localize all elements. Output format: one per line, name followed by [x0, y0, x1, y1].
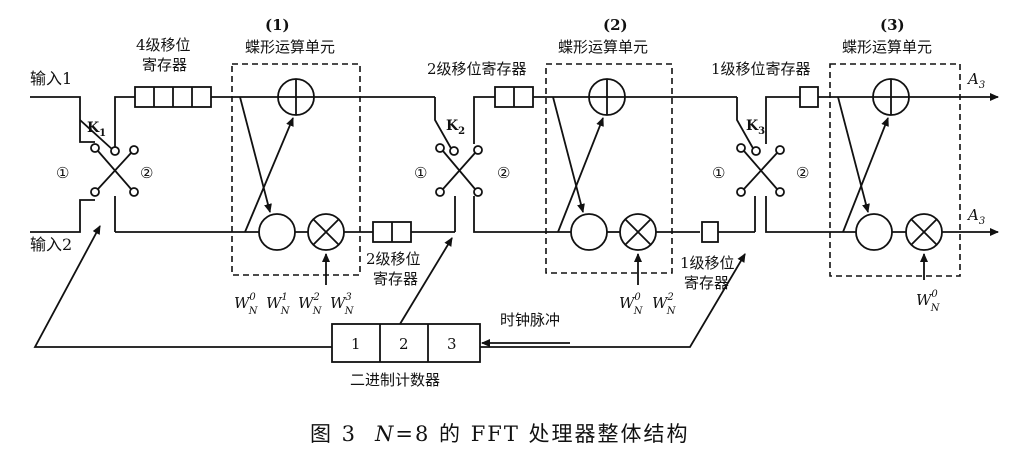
shift-register-4-label-2: 寄存器	[142, 56, 187, 74]
shift-register-1-top	[799, 86, 819, 108]
shift-register-2-top	[494, 86, 534, 108]
stage-1-number: (1)	[265, 16, 290, 34]
switch-k1-label: K1	[87, 120, 106, 139]
stage-1-title: 蝶形运算单元	[245, 38, 335, 56]
input-1-line	[30, 96, 95, 143]
input-2-label: 输入2	[30, 235, 72, 254]
switch-k1-right: ②	[140, 164, 153, 182]
output-bottom-label: A3	[966, 206, 985, 227]
switch-k2-left: ①	[414, 164, 427, 182]
switch-k1	[79, 96, 139, 232]
switch-k3-label: K3	[746, 118, 765, 137]
shift-register-1-bottom-label-2: 寄存器	[684, 274, 729, 292]
switch-k2-right: ②	[497, 164, 510, 182]
stage-1-multiplier	[307, 213, 345, 251]
counter-label: 二进制计数器	[350, 371, 440, 389]
binary-counter	[331, 323, 481, 363]
switch-k3-right: ②	[796, 164, 809, 182]
stage-3-multiplier	[905, 213, 943, 251]
stage-2-subtractor	[570, 213, 608, 251]
stage-1-cross-arrow-down	[239, 96, 272, 213]
counter-to-k1	[33, 225, 332, 348]
stage-3-box	[829, 63, 961, 277]
stage-2-adder	[588, 78, 626, 116]
shift-register-1-bottom-label-1: 1级移位	[680, 254, 735, 272]
counter-cell-1: 1	[351, 335, 361, 353]
stage-3-title: 蝶形运算单元	[842, 38, 932, 56]
clock-label: 时钟脉冲	[500, 311, 560, 329]
counter-to-k3	[480, 253, 746, 348]
stage-3-number: (3)	[880, 16, 905, 34]
stage-2-title: 蝶形运算单元	[558, 38, 648, 56]
shift-register-2-bottom	[372, 221, 412, 243]
stage-2-cross-arrow-down	[552, 96, 585, 213]
input-1-label: 输入1	[30, 69, 72, 88]
input-2-line	[30, 199, 95, 233]
stage-2-multiplier	[619, 213, 657, 251]
counter-to-k2	[399, 237, 453, 325]
stage-3-cross-arrow-up	[842, 117, 889, 233]
switch-k2-label: K2	[446, 118, 465, 137]
counter-cell-3: 3	[447, 335, 457, 353]
stage-2-box	[545, 63, 673, 274]
output-top-label: A3	[966, 70, 985, 91]
switch-k3-left: ①	[712, 164, 725, 182]
shift-register-1-bottom	[701, 221, 719, 243]
stage-1-cross-arrow-up	[244, 117, 294, 233]
shift-register-1-top-label: 1级移位寄存器	[711, 60, 811, 78]
stage-1-adder	[277, 78, 315, 116]
stage-2-cross-arrow-up	[557, 117, 604, 233]
counter-cell-2: 2	[399, 335, 409, 353]
shift-register-2-bottom-label-1: 2级移位	[366, 250, 421, 268]
stage-1-subtractor	[258, 213, 296, 251]
shift-register-4	[134, 86, 212, 108]
stage-3-subtractor	[855, 213, 893, 251]
switch-k1-left: ①	[56, 164, 69, 182]
shift-register-2-top-label: 2级移位寄存器	[427, 60, 527, 78]
shift-register-4-label-1: 4级移位	[136, 36, 191, 54]
stage-3-cross-arrow-down	[837, 96, 870, 213]
shift-register-2-bottom-label-2: 寄存器	[373, 270, 418, 288]
switch-k3	[736, 96, 874, 233]
switch-k2	[434, 96, 600, 233]
stage-3-adder	[872, 78, 910, 116]
stage-2-number: (2)	[603, 16, 628, 34]
stage-1-box	[231, 63, 361, 276]
